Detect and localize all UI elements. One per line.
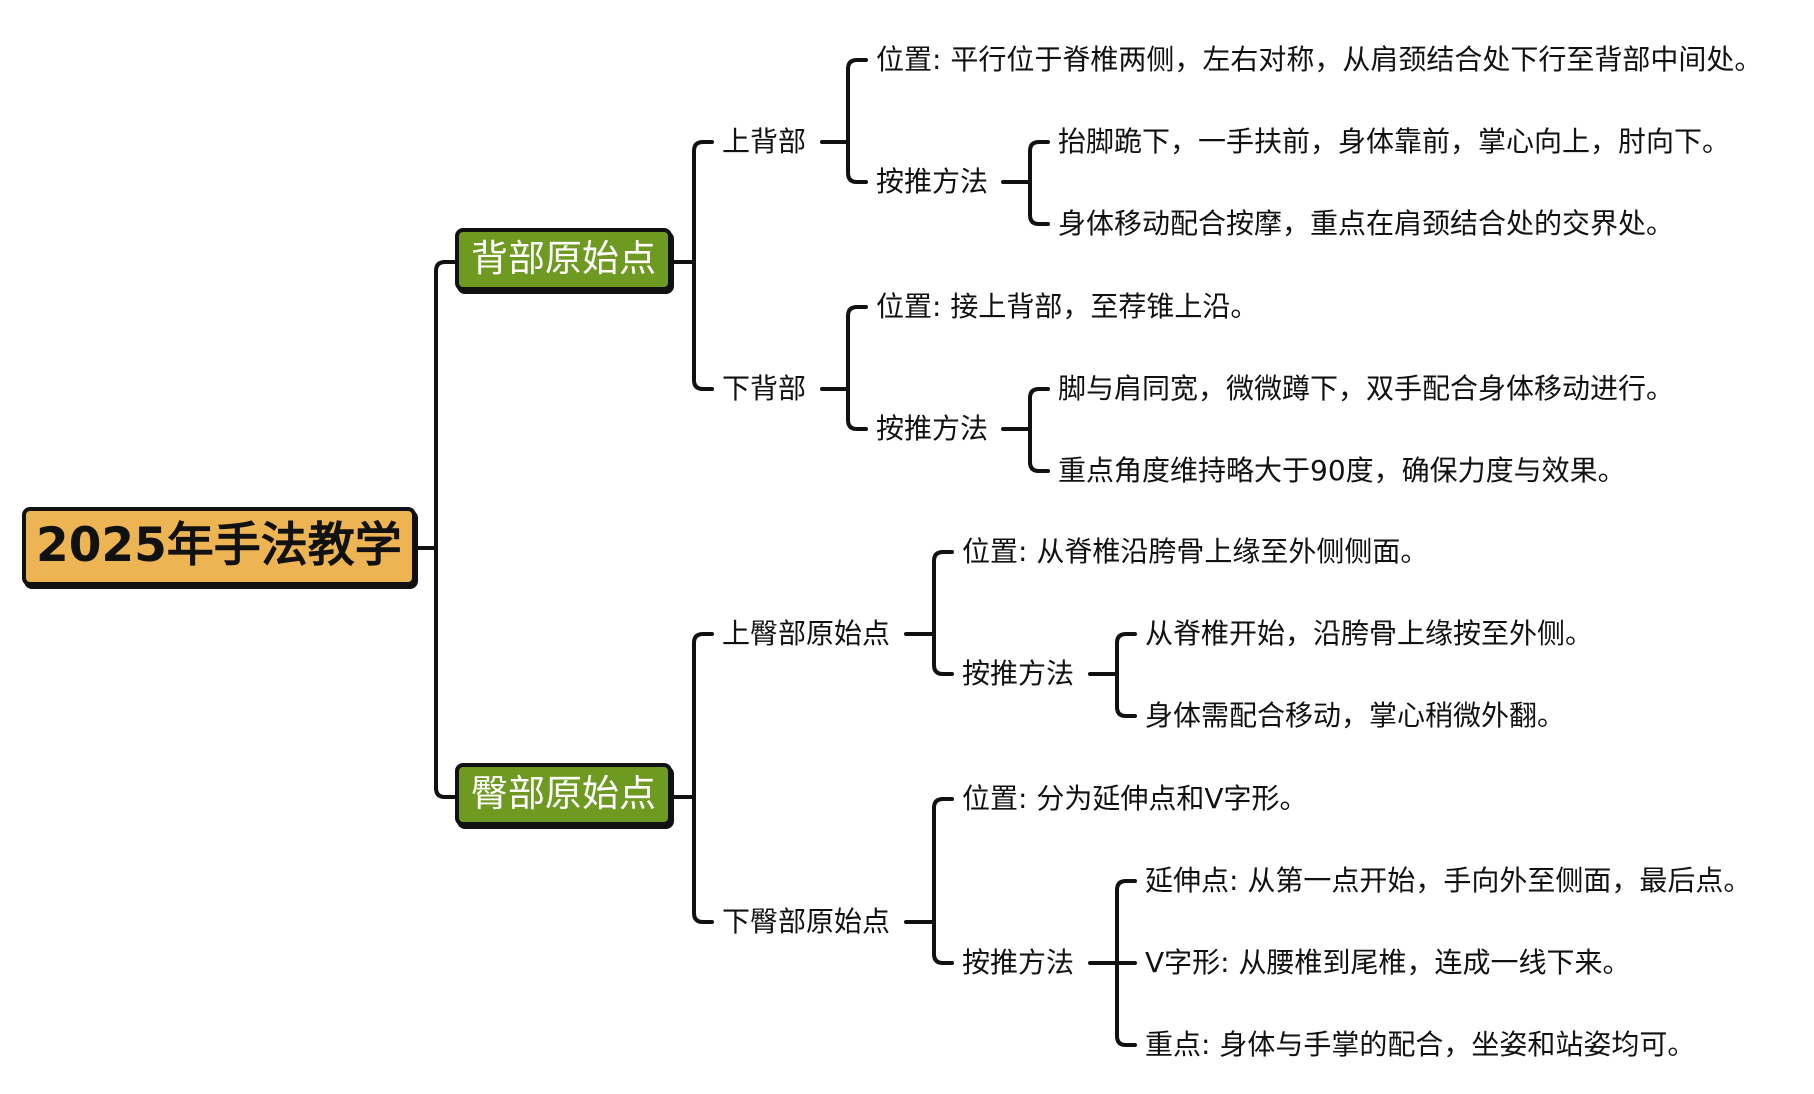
node-upper-buttock[interactable]: 上臀部原始点 [722,617,891,650]
node-lower-buttock-step-2[interactable]: V字形: 从腰椎到尾椎，连成一线下来。 [1145,946,1631,979]
connector-back [665,140,714,391]
node-lower-back-step-2[interactable]: 重点角度维持略大于90度，确保力度与效果。 [1058,454,1626,487]
node-upper-buttock-method[interactable]: 按推方法 [962,657,1075,690]
node-lower-buttock-step-3[interactable]: 重点: 身体与手掌的配合，坐姿和站姿均可。 [1145,1028,1696,1061]
node-upper-buttock-position[interactable]: 位置: 从脊椎沿胯骨上缘至外侧侧面。 [962,535,1429,568]
connector-upper-back [820,58,868,184]
node-lower-buttock[interactable]: 下臀部原始点 [722,905,891,938]
node-upper-back-step-2[interactable]: 身体移动配合按摩，重点在肩颈结合处的交界处。 [1058,207,1675,240]
branch-back[interactable]: 背部原始点 [455,228,672,291]
node-lower-buttock-step-1[interactable]: 延伸点: 从第一点开始，手向外至侧面，最后点。 [1145,864,1752,897]
branch-buttock[interactable]: 臀部原始点 [455,763,672,826]
node-upper-back-method[interactable]: 按推方法 [876,165,989,198]
node-upper-buttock-step-1[interactable]: 从脊椎开始，沿胯骨上缘按至外侧。 [1145,617,1594,650]
node-lower-back[interactable]: 下背部 [722,372,807,405]
connector-upper-back-method [1001,140,1050,226]
connector-lower-buttock [904,797,954,965]
root-node[interactable]: 2025年手法教学 [22,507,416,586]
node-lower-back-position[interactable]: 位置: 接上背部，至荐锥上沿。 [876,290,1259,323]
connector-lower-buttock-method [1088,879,1137,1047]
node-upper-buttock-step-2[interactable]: 身体需配合移动，掌心稍微外翻。 [1145,699,1566,732]
node-lower-back-method[interactable]: 按推方法 [876,412,989,445]
connector-lower-back-method [1001,387,1050,473]
node-upper-back[interactable]: 上背部 [722,125,807,158]
node-lower-buttock-method[interactable]: 按推方法 [962,946,1075,979]
connector-lower-back [820,305,868,431]
node-upper-back-step-1[interactable]: 抬脚跪下，一手扶前，身体靠前，掌心向上，肘向下。 [1058,125,1731,158]
node-upper-back-position[interactable]: 位置: 平行位于脊椎两侧，左右对称，从肩颈结合处下行至背部中间处。 [876,43,1763,76]
connector-upper-buttock [904,550,954,676]
node-lower-back-step-1[interactable]: 脚与肩同宽，微微蹲下，双手配合身体移动进行。 [1058,372,1675,405]
connector-upper-buttock-method [1088,632,1137,718]
connector-root [408,260,457,799]
node-lower-buttock-position[interactable]: 位置: 分为延伸点和V字形。 [962,782,1308,815]
connector-buttock [665,632,714,924]
